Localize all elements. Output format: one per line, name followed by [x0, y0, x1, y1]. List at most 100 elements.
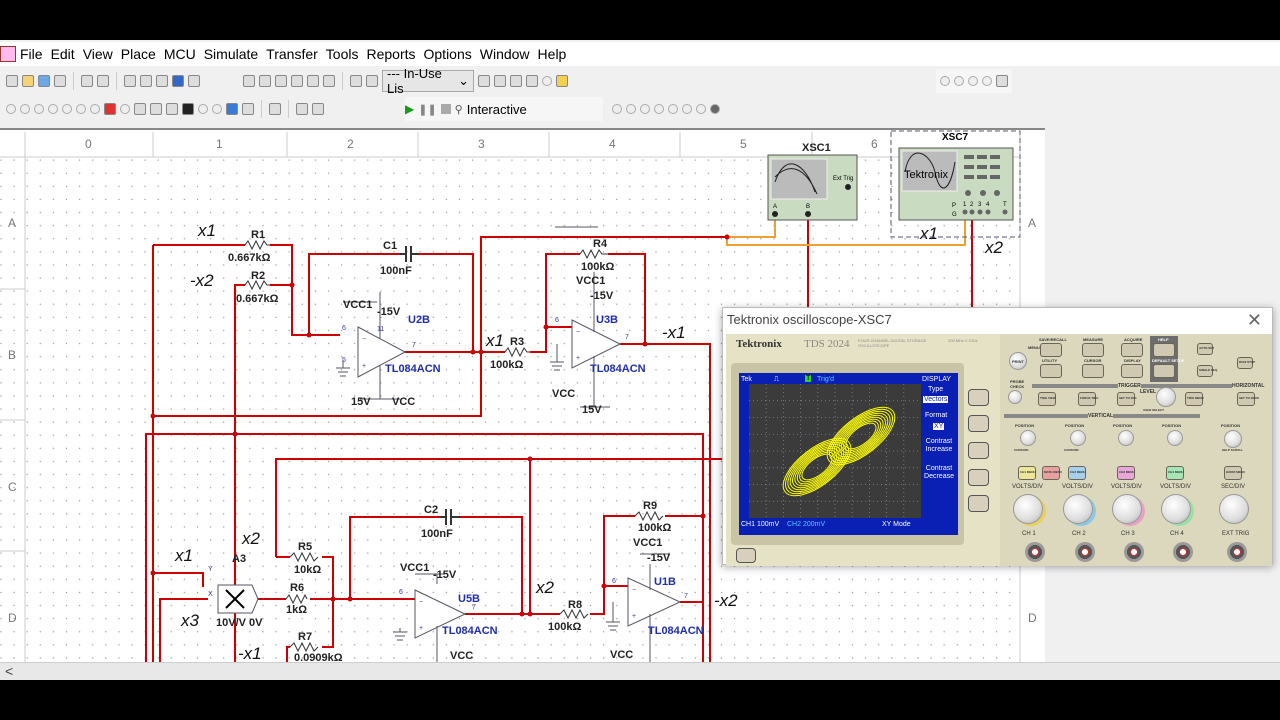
stop-icon[interactable] [440, 104, 451, 114]
spreadsheet-icon[interactable] [307, 75, 319, 87]
ch3-bnc-connector[interactable] [1124, 542, 1144, 562]
misc-icon[interactable] [166, 103, 178, 115]
menu-options[interactable]: Options [423, 46, 472, 62]
ch1-volts-div-knob[interactable] [1013, 494, 1043, 524]
transfer-icon[interactable] [526, 75, 538, 87]
back-annotate-icon[interactable] [494, 75, 506, 87]
database-icon[interactable] [323, 75, 335, 87]
transistor-icon[interactable] [48, 104, 58, 114]
differential-probe-icon[interactable] [654, 104, 664, 114]
acquire-button[interactable] [1121, 343, 1143, 357]
cut-icon[interactable] [124, 75, 136, 87]
zoom-sheet-icon[interactable] [996, 75, 1008, 87]
basic-icon[interactable] [20, 104, 30, 114]
menu-reports[interactable]: Reports [366, 46, 416, 62]
pause-icon[interactable]: ❚❚ [418, 103, 437, 116]
oscilloscope-xsc1[interactable]: XSC1 Ext Trig A B [767, 142, 858, 221]
measure-button[interactable] [1082, 343, 1104, 357]
ch4-volts-div-knob[interactable] [1161, 494, 1191, 524]
menu-simulate[interactable]: Simulate [203, 46, 259, 62]
hierarchical-block-icon[interactable] [269, 103, 281, 115]
find-icon[interactable] [542, 76, 552, 86]
grid-icon[interactable] [259, 75, 271, 87]
undo-icon[interactable] [172, 75, 184, 87]
ch2-bnc-connector[interactable] [1075, 542, 1095, 562]
digital-probe-icon[interactable] [696, 104, 706, 114]
ch4-bnc-connector[interactable] [1173, 542, 1193, 562]
ch1-bnc-connector[interactable] [1025, 542, 1045, 562]
ch1-menu-button[interactable]: CH1 MENU [1018, 466, 1036, 480]
menu-file[interactable]: File [20, 46, 43, 62]
ttl-icon[interactable] [76, 104, 86, 114]
app-icon[interactable] [0, 46, 16, 62]
zoom-out-icon[interactable] [954, 76, 964, 86]
menu-help[interactable]: Help [537, 46, 567, 62]
save-icon[interactable] [54, 75, 66, 87]
print-preview-icon[interactable] [97, 75, 109, 87]
diode-icon[interactable] [34, 104, 44, 114]
horiz-position-knob[interactable] [1224, 430, 1242, 448]
menu-transfer[interactable]: Transfer [266, 46, 318, 62]
ext-trig-bnc-connector[interactable] [1227, 542, 1247, 562]
option-button-4[interactable] [968, 469, 989, 486]
ch4-menu-button[interactable]: CH4 MENU [1166, 466, 1184, 480]
open-icon[interactable] [22, 75, 34, 87]
analog-icon[interactable] [62, 104, 72, 114]
cursor-button[interactable] [1082, 364, 1104, 378]
horiz-menu-button[interactable]: HORIZ MENU [1224, 466, 1245, 480]
utility-button[interactable] [1040, 364, 1062, 378]
force-trig-button[interactable]: FORCE TRIG [1078, 392, 1099, 406]
rf-icon[interactable] [198, 104, 208, 114]
run-stop-button[interactable]: RUN/ STOP [1237, 357, 1255, 369]
ch2-volts-div-knob[interactable] [1063, 494, 1093, 524]
current-probe-icon[interactable] [626, 104, 636, 114]
power-icon[interactable] [150, 103, 162, 115]
electromechanical-icon[interactable] [212, 104, 222, 114]
erc-icon[interactable] [478, 75, 490, 87]
set-50-button[interactable]: SET TO 50% [1117, 392, 1137, 406]
sec-div-knob[interactable] [1219, 494, 1249, 524]
horizontal-scrollbar[interactable]: < [0, 662, 1280, 680]
ch4-position-knob[interactable] [1167, 430, 1183, 446]
probe-settings-icon[interactable] [710, 104, 720, 114]
print-button[interactable] [1009, 352, 1027, 370]
set-zero-button[interactable]: SET TO ZERO [1237, 392, 1259, 406]
interactive-mode-button[interactable]: Interactive [466, 101, 527, 117]
option-button-5[interactable] [968, 495, 989, 512]
print-icon[interactable] [81, 75, 93, 87]
ch2-position-knob[interactable] [1070, 430, 1086, 446]
single-seq-button[interactable]: SINGLE SEQ [1197, 365, 1217, 377]
ni-components-icon[interactable] [226, 103, 238, 115]
voltage-current-probe-icon[interactable] [668, 104, 678, 114]
voltage-probe-icon[interactable] [612, 104, 622, 114]
scroll-left-arrow[interactable]: < [5, 663, 14, 679]
ch3-volts-div-knob[interactable] [1112, 494, 1142, 524]
cmos-icon[interactable] [90, 104, 100, 114]
help-button[interactable] [1153, 343, 1175, 357]
indicator-icon[interactable] [134, 103, 146, 115]
trigger-level-knob[interactable] [1156, 387, 1176, 407]
zoom-in-icon[interactable] [940, 76, 950, 86]
ch2-menu-button[interactable]: CH2 MENU [1068, 466, 1086, 480]
menu-place[interactable]: Place [120, 46, 156, 62]
open-sample-icon[interactable] [38, 75, 50, 87]
new-icon[interactable] [6, 75, 18, 87]
ch1-position-knob[interactable] [1020, 430, 1036, 446]
ch3-menu-button[interactable]: CH3 MENU [1117, 466, 1135, 480]
math-menu-button[interactable]: MATH MENU [1042, 466, 1062, 480]
ch3-position-knob[interactable] [1118, 430, 1134, 446]
help-icon[interactable] [556, 75, 568, 87]
toggle-fullscreen-icon[interactable] [243, 75, 255, 87]
oscilloscope-xsc7[interactable]: XSC7 Tektronix P G 1 2 3 4 T [890, 130, 1021, 238]
menu-edit[interactable]: Edit [50, 46, 75, 62]
option-button-1[interactable] [968, 389, 989, 406]
display-button[interactable] [1121, 364, 1143, 378]
close-icon[interactable]: ✕ [1246, 310, 1262, 330]
component-wizard-icon[interactable] [350, 75, 362, 87]
paste-icon[interactable] [156, 75, 168, 87]
autoset-button[interactable]: AUTO SET [1197, 343, 1214, 355]
probe-check-button[interactable] [1008, 390, 1022, 404]
advanced-peripherals-icon[interactable] [182, 103, 194, 115]
bus-icon[interactable] [296, 103, 308, 115]
menu-tools[interactable]: Tools [325, 46, 359, 62]
